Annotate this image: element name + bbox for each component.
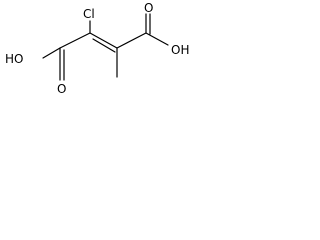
bond-c2-c3-inner — [92, 38, 116, 53]
bond-c1-hydroxyl — [42, 47, 61, 59]
atom-right-carbonyl-oxygen: O — [144, 1, 153, 15]
structure-canvas: HO O Cl O OH — [0, 0, 208, 117]
atom-chlorine: Cl — [83, 7, 95, 21]
atom-left-carbonyl-oxygen: O — [57, 82, 66, 96]
atom-left-hydroxyl: HO — [5, 52, 23, 66]
atom-right-hydroxyl: OH — [171, 43, 189, 57]
chemical-structure-diagram: HO O Cl O OH — [5, 1, 189, 96]
bond-c4-hydroxyl — [145, 32, 169, 46]
bond-c2-c3-outer — [89, 32, 118, 49]
bond-c3-c4 — [116, 32, 147, 49]
bond-c1-c2 — [59, 32, 91, 49]
